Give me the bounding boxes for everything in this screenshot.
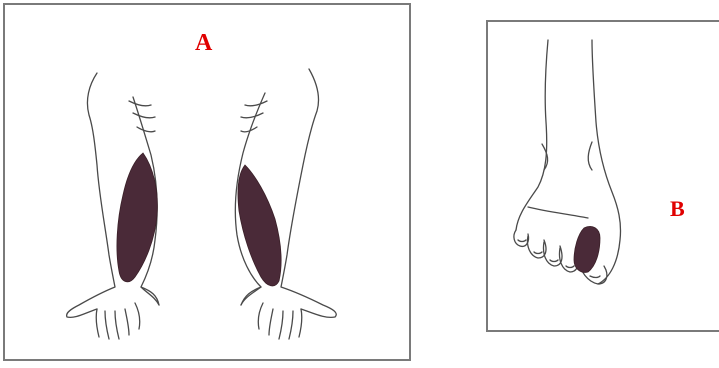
toe-lesion bbox=[574, 226, 600, 272]
panel-a: A bbox=[3, 3, 411, 361]
foot-illustration bbox=[488, 22, 719, 332]
arms-illustration bbox=[5, 5, 409, 359]
right-arm bbox=[235, 69, 336, 339]
panel-b: B bbox=[486, 20, 719, 332]
right-arm-lesion bbox=[238, 165, 281, 286]
right-arm-outer-contour bbox=[281, 69, 336, 317]
toe-5 bbox=[514, 230, 529, 246]
foot-dorsum bbox=[528, 207, 588, 218]
foot bbox=[514, 40, 621, 284]
right-arm-elbow-crease bbox=[241, 101, 267, 132]
ankle-bone bbox=[542, 142, 592, 170]
foot-contour-left bbox=[516, 40, 548, 230]
left-arm-outer-contour bbox=[67, 73, 115, 317]
left-arm bbox=[67, 73, 159, 339]
